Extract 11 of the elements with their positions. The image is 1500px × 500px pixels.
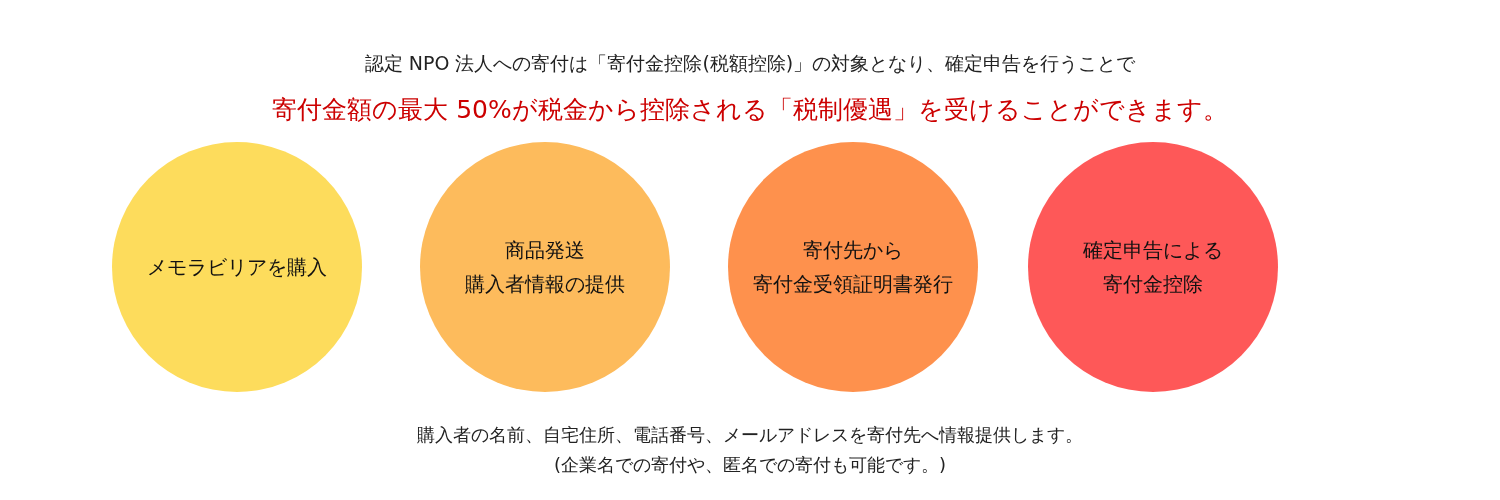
step-text: 商品発送 xyxy=(505,237,585,264)
note-text: 購入者の名前、自宅住所、電話番号、メールアドレスを寄付先へ情報提供します。 xyxy=(417,424,1083,447)
step-text: 寄付先から xyxy=(803,237,903,264)
highlight-text: 寄付金額の最大 50%が税金から控除される「税制優遇」を受けることができます。 xyxy=(272,94,1228,126)
note-text: (企業名での寄付や、匿名での寄付も可能です。) xyxy=(553,454,946,477)
step-text: 寄付金受領証明書発行 xyxy=(753,271,953,298)
step-text: 確定申告による xyxy=(1083,237,1223,264)
step-text: メモラビリアを購入 xyxy=(147,254,327,281)
step-text: 寄付金控除 xyxy=(1103,271,1203,298)
step-text: 購入者情報の提供 xyxy=(465,271,625,298)
note-text: 認定 NPO 法人への寄付は「寄付金控除(税額控除)」の対象となり、確定申告を行うことで xyxy=(364,52,1136,76)
